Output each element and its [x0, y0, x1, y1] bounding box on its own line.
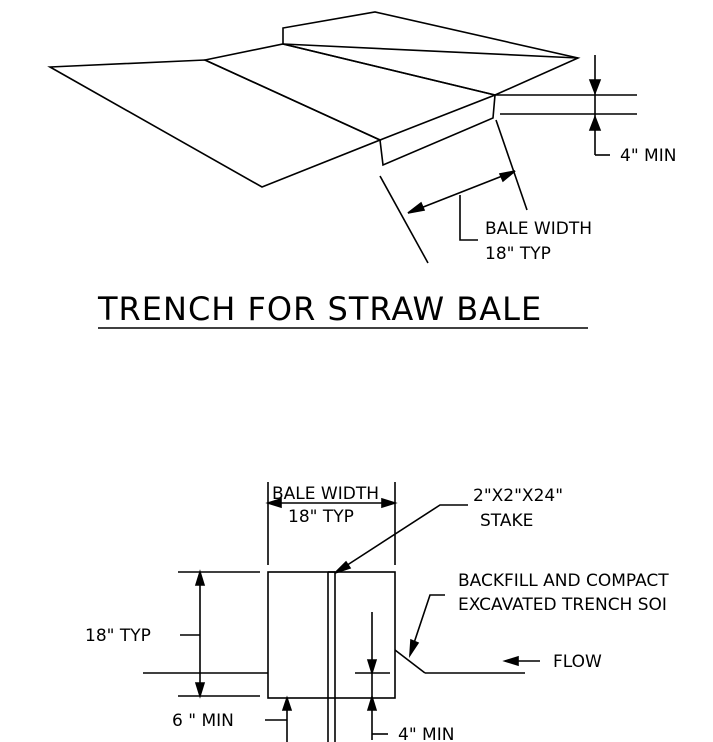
flow-arrowhead [502, 655, 519, 667]
middle-ground-plane [202, 43, 498, 141]
stake-size-label: 2"X2"X24" [473, 486, 563, 506]
left-ground-plane [47, 59, 383, 188]
section-width-arrow-right [381, 497, 398, 509]
trench-bale-width-typ: 18" TYP [485, 244, 551, 264]
upper-slab [282, 11, 581, 96]
depth-arrow-down [588, 79, 602, 96]
bale-width-leader [459, 195, 478, 241]
trench-bale-width-label: BALE WIDTH [485, 219, 592, 239]
min6-arrow [281, 695, 293, 711]
bale-width-dim-line [407, 170, 516, 214]
stake-leader-arrow [334, 560, 352, 574]
section-height-label: 18" TYP [85, 626, 151, 646]
backfill-label-line1: BACKFILL AND COMPACT [458, 571, 669, 591]
bale-width-extension-right [495, 119, 528, 211]
stake-leader [334, 504, 468, 574]
trench-depth-label: 4" MIN [620, 146, 676, 166]
bale-section [143, 482, 540, 742]
embed-4-min-label: 4" MIN [398, 725, 454, 742]
backfill-slope [394, 649, 426, 674]
section-bale-width-label: BALE WIDTH [272, 484, 379, 504]
trench-title: TRENCH FOR STRAW BALE [97, 290, 542, 328]
section-bale-width-typ: 18" TYP [288, 507, 354, 527]
backfill-leader [409, 594, 445, 656]
upper-slab-front-edge [282, 43, 579, 59]
height-arrow-bottom [194, 682, 206, 699]
backfill-leader-arrow [409, 638, 420, 658]
stake-label: STAKE [480, 511, 533, 531]
embed-6-min-label: 6 " MIN [172, 711, 234, 731]
trench-bed-edge [379, 94, 496, 167]
depth-arrow-up [588, 114, 602, 131]
section-width-arrow-left [265, 497, 282, 509]
backfill-label-line2: EXCAVATED TRENCH SOI [458, 595, 667, 615]
embed-arrow-up [366, 694, 378, 711]
trench-isometric [47, 11, 637, 264]
bale-width-arrow-right [498, 170, 516, 183]
bale-width-extension-left [379, 175, 429, 264]
straw-bale [267, 571, 396, 699]
flow-label: FLOW [553, 652, 602, 672]
height-arrow-top [194, 569, 206, 586]
bale-width-arrow-left [407, 201, 426, 214]
embed-arrow-down [366, 659, 378, 676]
